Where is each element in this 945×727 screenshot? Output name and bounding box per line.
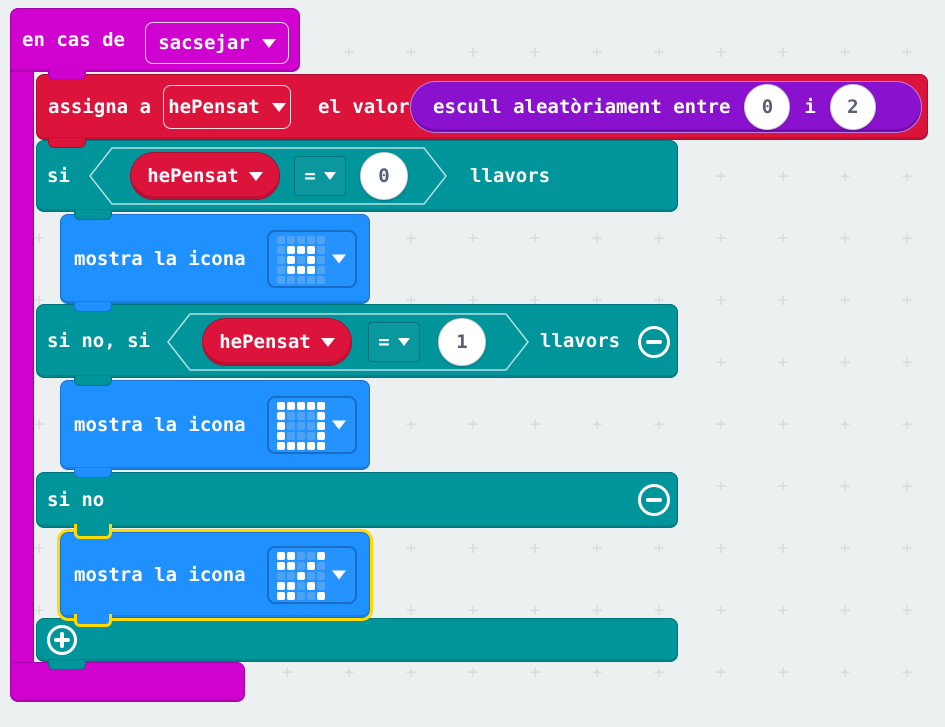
block-connector-tab xyxy=(74,468,112,478)
chevron-down-icon xyxy=(320,337,335,347)
chevron-down-icon xyxy=(332,420,346,430)
icon-dropdown-small-square[interactable] xyxy=(267,230,357,288)
operator-dropdown[interactable]: = xyxy=(368,322,420,362)
chevron-down-icon xyxy=(397,338,410,346)
then-label: llavors xyxy=(540,330,621,352)
condition-variable-pill[interactable]: hePensat xyxy=(202,318,352,366)
chevron-down-icon xyxy=(271,102,286,112)
icon-dropdown-square[interactable] xyxy=(267,396,357,454)
condition-variable-pill[interactable]: hePensat xyxy=(130,152,280,200)
square-icon xyxy=(277,402,325,450)
block-connector-tab xyxy=(48,70,86,80)
then-label: llavors xyxy=(470,165,551,187)
else-label: si no xyxy=(47,489,105,511)
condition-value-input[interactable]: 0 xyxy=(360,152,408,200)
icon-dropdown-scissors[interactable] xyxy=(267,546,357,604)
scissors-icon xyxy=(277,552,325,600)
event-block-spine[interactable] xyxy=(10,70,34,666)
random-max-input[interactable]: 2 xyxy=(829,84,876,130)
event-dropdown[interactable]: sacsejar xyxy=(145,22,289,64)
block-connector-tab-selected xyxy=(74,614,112,627)
condition-value-input[interactable]: 1 xyxy=(438,318,486,366)
show-icon-label: mostra la icona xyxy=(74,414,246,436)
block-connector-tab xyxy=(74,376,112,386)
block-connector-tab xyxy=(74,302,112,312)
add-branch-button[interactable] xyxy=(47,625,77,655)
random-min-input[interactable]: 0 xyxy=(744,84,791,130)
event-block-bottom[interactable] xyxy=(10,662,245,702)
variable-dropdown[interactable]: hePensat xyxy=(163,85,291,129)
random-number-block[interactable]: escull aleatòriament entre 0 i 2 xyxy=(410,81,922,133)
small-square-icon xyxy=(277,236,325,284)
show-icon-label: mostra la icona xyxy=(74,248,246,270)
if-label: si xyxy=(47,165,70,187)
operator-dropdown[interactable]: = xyxy=(294,156,346,196)
value-label: el valor xyxy=(318,96,410,118)
remove-else-button[interactable] xyxy=(638,484,670,516)
chevron-down-icon xyxy=(323,172,336,180)
block-connector-tab xyxy=(74,210,112,220)
block-connector-tab xyxy=(48,138,86,148)
event-dropdown-value: sacsejar xyxy=(158,32,250,54)
show-icon-label: mostra la icona xyxy=(74,564,246,586)
chevron-down-icon xyxy=(248,171,263,181)
else-row[interactable] xyxy=(36,472,678,528)
variable-dropdown-value: hePensat xyxy=(168,96,260,118)
assign-label: assigna a xyxy=(48,96,151,118)
remove-elseif-button[interactable] xyxy=(638,326,670,358)
block-connector-tab-selected xyxy=(74,524,112,539)
elseif-label: si no, si xyxy=(47,330,150,352)
chevron-down-icon xyxy=(332,570,346,580)
block-connector-tab xyxy=(48,660,86,670)
event-block-header[interactable] xyxy=(10,8,300,72)
event-block-label: en cas de xyxy=(22,29,125,51)
chevron-down-icon xyxy=(261,38,276,48)
random-block-label: escull aleatòriament entre xyxy=(433,96,731,118)
random-separator-label: i xyxy=(804,96,816,118)
if-block-bottom[interactable] xyxy=(36,618,678,662)
chevron-down-icon xyxy=(332,254,346,264)
